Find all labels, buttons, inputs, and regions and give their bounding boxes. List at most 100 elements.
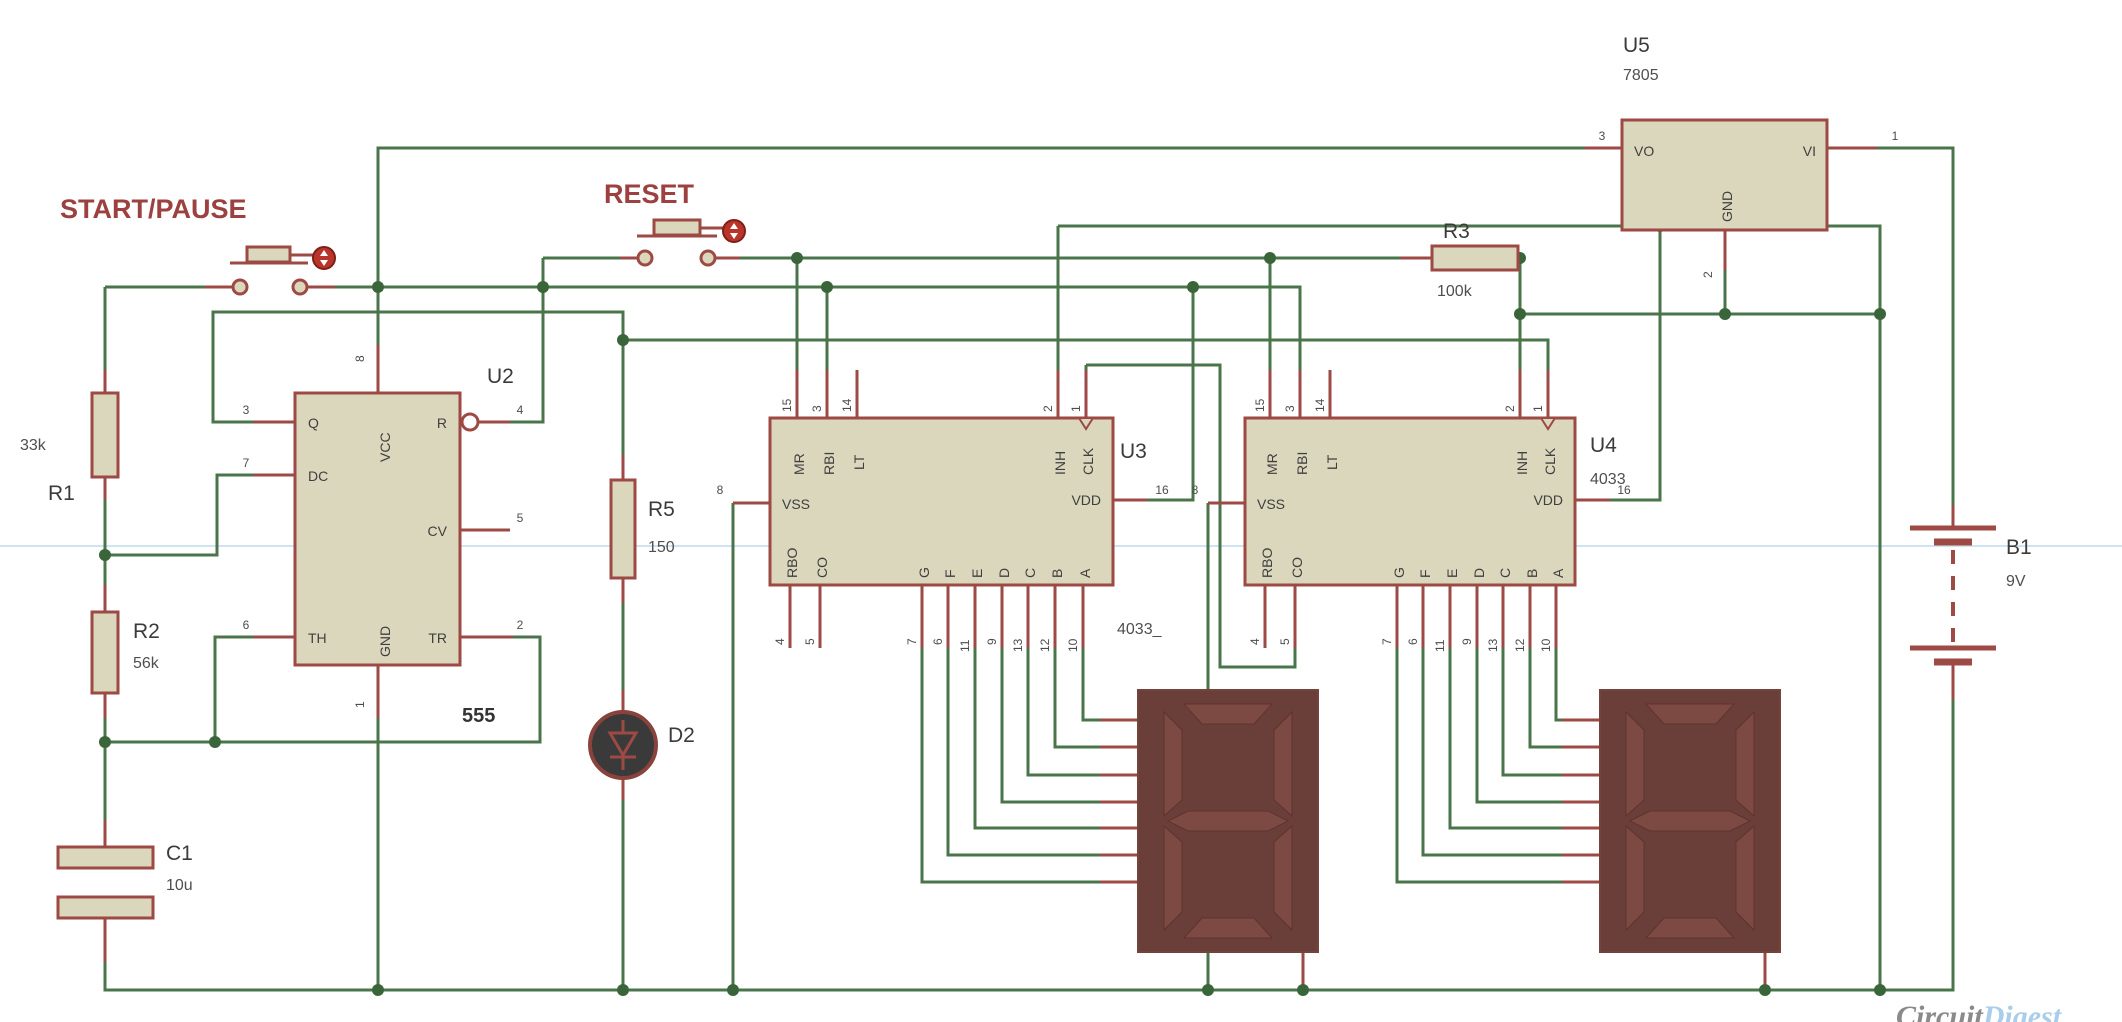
pin-number: 2 <box>1701 271 1715 278</box>
pin-label: MR <box>1264 453 1280 475</box>
pin-number: 1 <box>1069 405 1083 412</box>
pin-label: GND <box>1719 191 1735 222</box>
led-d2[interactable] <box>588 710 658 780</box>
pin-number: 3 <box>1283 405 1297 412</box>
capacitor-c1-plate[interactable] <box>56 845 155 870</box>
battery-b1[interactable] <box>1910 525 1996 666</box>
resistor-r3[interactable] <box>1430 244 1520 272</box>
pin-label: GND <box>377 626 393 657</box>
actuator-icon[interactable] <box>722 219 746 243</box>
watermark: CircuitDigest <box>1896 1000 2062 1022</box>
wire-seg[interactable] <box>1421 648 1562 857</box>
r5-ref: R5 <box>648 498 675 521</box>
wire-seg[interactable] <box>973 648 1100 830</box>
button-reset[interactable] <box>636 218 717 267</box>
wire-seg[interactable] <box>1053 648 1100 749</box>
pin-label: INH <box>1052 451 1068 475</box>
pin-label: E <box>969 569 985 578</box>
pin-number: 1 <box>1892 129 1899 143</box>
pin-number: 8 <box>1192 483 1199 497</box>
actuator-icon[interactable] <box>312 246 336 270</box>
wire[interactable] <box>213 635 253 742</box>
wire[interactable] <box>105 635 542 744</box>
resistor-r1[interactable] <box>90 391 120 479</box>
pin-label: DC <box>308 468 328 484</box>
u4-value: 4033 <box>1590 471 1626 488</box>
pin-label: B <box>1524 569 1540 578</box>
ic-u4-4033[interactable] <box>1243 416 1577 587</box>
capacitor-c1-plate[interactable] <box>56 895 155 920</box>
pin-label: CLK <box>1542 447 1558 475</box>
wire-clock[interactable] <box>211 310 1550 424</box>
d2-ref: D2 <box>668 724 695 747</box>
button-start-pause[interactable] <box>230 245 309 296</box>
wire-5v-rail[interactable] <box>335 285 1302 370</box>
r1-value: 33k <box>20 437 47 454</box>
pin-number: 7 <box>1380 638 1394 645</box>
pin-number: 4 <box>773 638 787 645</box>
wire-seg[interactable] <box>1000 648 1100 804</box>
ic-u3-4033[interactable] <box>768 416 1115 587</box>
wire[interactable] <box>1610 226 1662 502</box>
wire-seg[interactable] <box>1395 648 1562 884</box>
junctions <box>99 220 1886 996</box>
pin-number: 8 <box>353 355 367 362</box>
wire-right-gnd[interactable] <box>1058 224 1882 990</box>
resistor-r5[interactable] <box>609 478 637 580</box>
pin-number: 12 <box>1513 638 1527 652</box>
pin-label: TH <box>308 630 327 646</box>
pin-label: CV <box>428 523 448 539</box>
pin-number: 9 <box>985 638 999 645</box>
wire-seg[interactable] <box>1528 648 1562 749</box>
wire[interactable] <box>105 473 253 557</box>
wire[interactable] <box>1147 287 1195 502</box>
wire-seg[interactable] <box>946 648 1100 857</box>
seven-seg-display-1[interactable] <box>1137 689 1319 953</box>
u2-value: 555 <box>462 705 495 727</box>
wire-seg[interactable] <box>1475 648 1562 804</box>
pin-number: 3 <box>1599 129 1606 143</box>
pin-label: CLK <box>1080 447 1096 475</box>
pin-label: D <box>1471 568 1487 578</box>
r1-ref: R1 <box>48 482 75 505</box>
clock-notch-icon <box>1539 417 1557 431</box>
wire-5v-top-rail[interactable] <box>376 146 1585 287</box>
wire-seg[interactable] <box>920 648 1100 884</box>
pin-label: VCC <box>377 432 393 462</box>
pin-label: LT <box>851 454 867 470</box>
resistor-r2[interactable] <box>90 610 120 695</box>
u4-ref: U4 <box>1590 434 1617 457</box>
wire-seg[interactable] <box>1026 648 1100 777</box>
c1-value: 10u <box>166 877 193 894</box>
wire-gnd-rail[interactable] <box>103 700 1955 992</box>
wires <box>103 146 1955 992</box>
pin-number: 14 <box>1313 398 1327 412</box>
pin-number: 11 <box>1433 639 1447 652</box>
pin-label: CO <box>814 557 830 578</box>
ic-u5-7805[interactable] <box>1620 118 1829 232</box>
seven-seg-display-2[interactable] <box>1599 689 1781 953</box>
pin-number: 7 <box>905 638 919 645</box>
pin-number: 6 <box>931 638 945 645</box>
pin-number: 1 <box>353 701 367 708</box>
wire-seg[interactable] <box>1554 648 1562 722</box>
wire-seg[interactable] <box>1448 648 1562 830</box>
wire-seg[interactable] <box>1501 648 1562 777</box>
pin-label: VSS <box>782 496 810 512</box>
wire-seg[interactable] <box>1081 648 1100 722</box>
pin-label: F <box>1417 569 1433 578</box>
wire[interactable] <box>510 258 545 424</box>
wire-carry[interactable] <box>1086 363 1297 669</box>
u3-ref: U3 <box>1120 440 1147 463</box>
wire[interactable] <box>1877 146 1955 505</box>
pin-number: 15 <box>1253 398 1267 412</box>
pin-label: VDD <box>1071 492 1101 508</box>
pin-label: VO <box>1634 143 1654 159</box>
r2-ref: R2 <box>133 620 160 643</box>
pin-label: G <box>916 567 932 578</box>
ic-u2-555[interactable] <box>293 391 462 667</box>
pin-number: 10 <box>1539 638 1553 652</box>
pin-label: VI <box>1803 143 1816 159</box>
pin-label: C <box>1022 568 1038 578</box>
